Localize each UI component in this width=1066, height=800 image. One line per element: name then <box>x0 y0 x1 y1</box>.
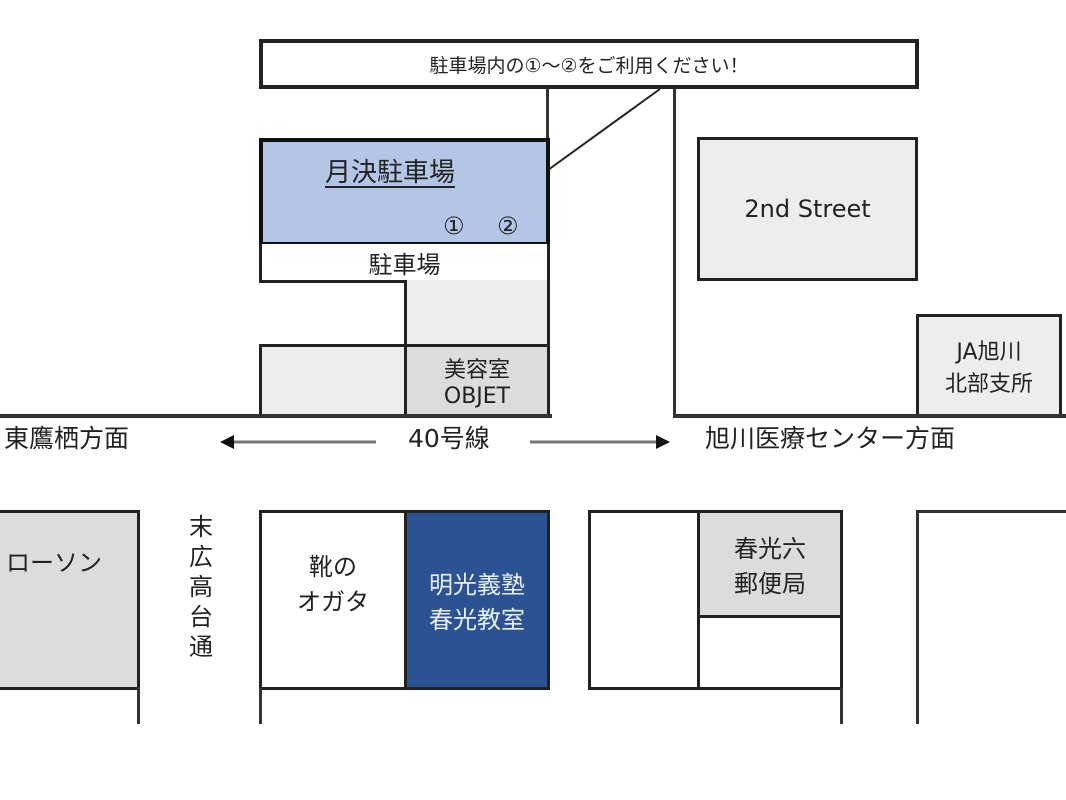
monthly-parking-title: 月決駐車場 <box>325 158 456 188</box>
meiko-line2: 春光教室 <box>429 606 525 634</box>
lawson-label: ローソン <box>6 549 102 577</box>
shoe-line1: 靴の <box>309 553 357 581</box>
lot-edge <box>840 688 843 724</box>
salon-line1: 美容室 <box>443 358 510 383</box>
parking-spot-2[interactable]: ② <box>497 212 519 240</box>
arrow-left-icon <box>220 435 376 449</box>
notice-banner: 駐車場内の①～②をご利用ください！ <box>259 39 919 89</box>
west-direction-label: 東鷹栖方面 <box>4 424 130 453</box>
parking-lot: 駐車場 <box>259 244 550 283</box>
shoe-line2: オガタ <box>297 588 369 616</box>
shunko-roku-post-office: 春光六 郵便局 <box>697 510 843 618</box>
east-direction-label: 旭川医療センター方面 <box>705 424 956 453</box>
route-40-north-edge <box>673 414 1066 418</box>
shoe-store-ogata: 靴の オガタ <box>259 510 407 690</box>
building-block <box>404 280 550 347</box>
meiko-gijuku-shunko-classroom[interactable]: 明光義塾 春光教室 <box>404 510 550 690</box>
block-edge <box>916 510 1066 513</box>
post-line2: 郵便局 <box>734 570 806 598</box>
road-edge-line <box>546 89 549 141</box>
ja-line1: JA旭川 <box>956 339 1022 365</box>
route-name-label: 40号線 <box>408 424 490 453</box>
lawson-store: ローソン <box>0 510 140 690</box>
post-line1: 春光六 <box>734 535 806 563</box>
ja-asahikawa-branch: JA旭川 北部支所 <box>916 314 1062 417</box>
meiko-line1: 明光義塾 <box>429 571 525 599</box>
building-block <box>697 615 843 690</box>
lot-edge <box>259 688 262 724</box>
lawson-lot-edge <box>137 688 140 724</box>
monthly-parking-lot: 月決駐車場 ① ② <box>259 138 550 246</box>
parking-lot-label: 駐車場 <box>368 250 441 279</box>
block-edge <box>916 510 919 724</box>
salon-objet: 美容室 OBJET <box>404 344 550 417</box>
building-block <box>259 344 407 417</box>
cross-street-label: 末 広 高 台 通 <box>189 513 213 661</box>
route-40-north-edge <box>0 414 552 418</box>
parking-spot-1[interactable]: ① <box>443 212 465 240</box>
road-edge-line <box>673 89 676 416</box>
second-street-label: 2nd Street <box>744 195 871 223</box>
building-block <box>588 510 700 690</box>
arrow-right-icon <box>530 435 670 449</box>
ja-line2: 北部支所 <box>944 371 1033 397</box>
notice-text: 駐車場内の①～②をご利用ください！ <box>429 54 749 77</box>
second-street-store: 2nd Street <box>697 137 918 281</box>
salon-line2: OBJET <box>443 384 511 409</box>
